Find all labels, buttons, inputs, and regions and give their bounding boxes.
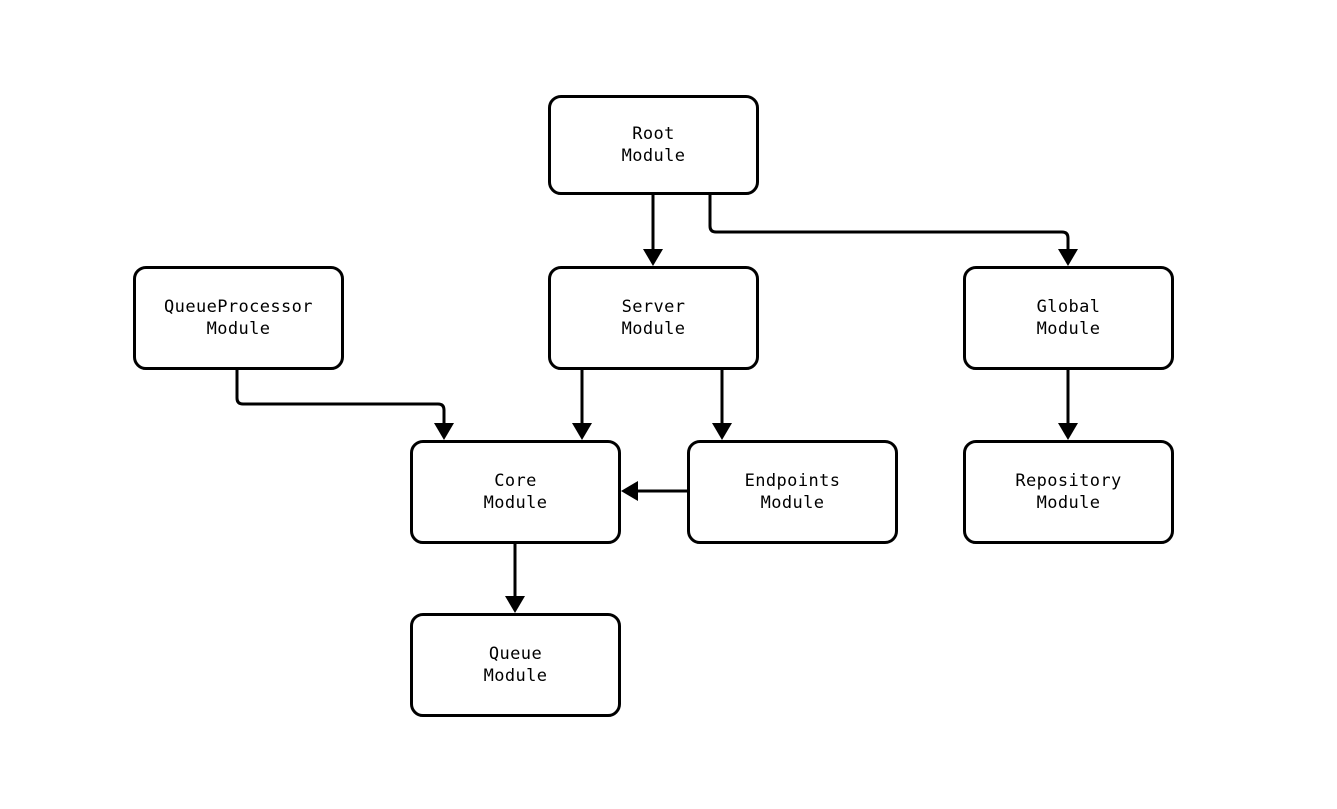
node-label-line1: Root — [632, 124, 675, 144]
edge-server-to-endpoints — [712, 370, 732, 440]
node-label-line2: Module — [483, 666, 548, 686]
edge-endpoints-to-core — [621, 481, 687, 501]
edge-root-to-global — [708, 195, 1078, 266]
arrowhead — [1058, 249, 1078, 266]
node-label-line1: QueueProcessor — [164, 297, 313, 317]
edge-core-to-queue — [505, 544, 525, 613]
arrowhead — [643, 249, 663, 266]
node-label-line2: Module — [1036, 493, 1101, 513]
arrowhead — [572, 423, 592, 440]
arrowhead — [712, 423, 732, 440]
edge-server-to-core — [572, 370, 592, 440]
node-label-line1: Server — [621, 297, 686, 317]
arrowhead — [505, 596, 525, 613]
edge-root-to-server — [643, 195, 663, 266]
node-label-line2: Module — [483, 493, 548, 513]
node-label-line2: Module — [760, 493, 825, 513]
arrowhead — [1058, 423, 1078, 440]
arrowhead — [434, 423, 454, 440]
node-label-line1: Queue — [488, 644, 543, 664]
node-label-line2: Module — [621, 319, 686, 339]
node-label-line1: Repository — [1015, 471, 1122, 491]
node-label-line1: Global — [1036, 297, 1101, 317]
edge-queueprocessor-to-core — [235, 370, 454, 440]
arrowhead — [621, 481, 638, 501]
node-label-line1: Endpoints — [744, 471, 841, 491]
node-label-line2: Module — [1036, 319, 1101, 339]
edge-global-to-repository — [1058, 370, 1078, 440]
node-label-line1: Core — [494, 471, 537, 491]
node-label-line2: Module — [621, 146, 686, 166]
node-label-line2: Module — [206, 319, 271, 339]
